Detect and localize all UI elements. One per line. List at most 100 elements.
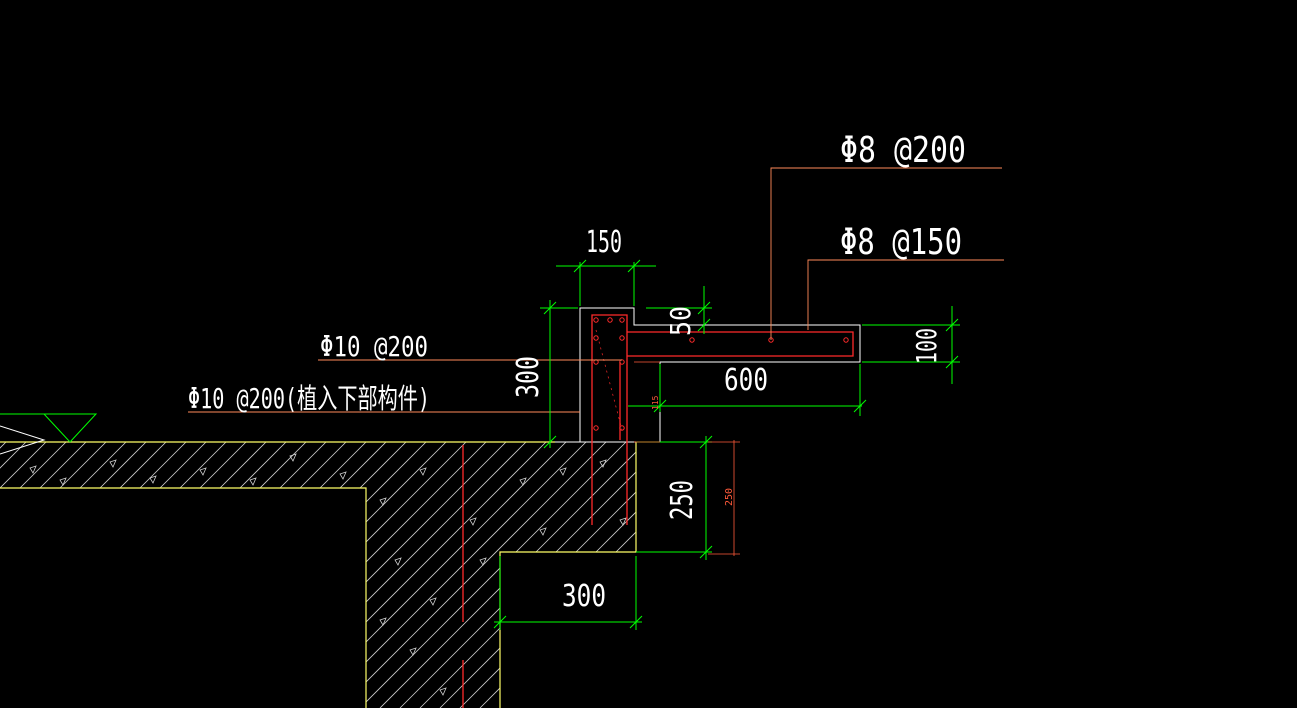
hatch-line [199, 442, 501, 708]
dim-115: 115 [651, 395, 660, 410]
hatch-line [399, 442, 636, 708]
label-upstand-rebar: Φ10 @200 [320, 330, 428, 363]
hatch-line [319, 442, 621, 708]
aggregate-mark [394, 557, 402, 566]
hatch-line [700, 408, 1000, 708]
hatch-line [760, 408, 1060, 708]
section-outline [555, 307, 861, 443]
hatch-line [579, 442, 636, 708]
dim-100: 100 [910, 328, 943, 364]
hatch-line [239, 442, 541, 708]
hatch-line [960, 408, 1260, 708]
aggregate-mark [199, 467, 207, 476]
reinforcement [462, 314, 854, 708]
aggregate-mark [559, 467, 567, 476]
hatch-line [0, 442, 61, 708]
hatch-line [0, 442, 221, 708]
hatch-line [619, 442, 636, 708]
aggregate-mark [539, 527, 547, 536]
hatch-line [740, 408, 1040, 708]
hatch-line [339, 442, 636, 708]
hatch-line [0, 442, 241, 708]
hatch-line [599, 442, 636, 708]
dim-250: 250 [665, 480, 700, 520]
aggregate-mark [249, 477, 257, 486]
hatch-line [860, 408, 1160, 708]
hatch-line [1260, 408, 1297, 708]
hatch-line [1220, 408, 1297, 708]
section-arrow [0, 425, 46, 455]
hatch-line [139, 442, 441, 708]
hatch-line [1160, 408, 1297, 708]
elevation-marker [0, 413, 98, 443]
hatch-line [99, 442, 401, 708]
aggregate-mark [29, 465, 37, 474]
label-bottom-slab-rebar: Φ8 @150 [840, 222, 962, 263]
aggregate-mark [149, 475, 157, 484]
hatch-line [820, 408, 1120, 708]
aggregate-mark [379, 497, 387, 506]
hatch-line [680, 408, 980, 708]
hatch-line [720, 408, 1020, 708]
aggregate-mark [429, 597, 437, 606]
hatch-line [119, 442, 421, 708]
hatch-line [880, 408, 1180, 708]
hatch-line [219, 442, 521, 708]
aggregate-mark [379, 617, 387, 626]
aggregate-mark [409, 647, 417, 656]
aggregate-mark [619, 517, 627, 526]
hatch-line [0, 442, 201, 708]
small-red-dimensions [634, 361, 740, 556]
hatch-line [79, 442, 381, 708]
hatch-line [800, 408, 1100, 708]
hatch-line [1280, 408, 1297, 708]
aggregate-mark [419, 467, 427, 476]
hatch-line [0, 442, 161, 708]
hatch-line [0, 442, 101, 708]
hatch-line [1200, 408, 1297, 708]
hatch-line [299, 442, 601, 708]
hatch-line [39, 442, 341, 708]
hatch-line [359, 442, 636, 708]
dim-300-vertical: 300 [511, 356, 546, 398]
hatch-line [0, 442, 301, 708]
aggregate-mark [339, 471, 347, 480]
hatch-line [660, 408, 960, 708]
hatch-line [780, 408, 1080, 708]
hatch-line [19, 442, 321, 708]
dim-250-small: 250 [724, 488, 735, 506]
dim-50: 50 [664, 306, 697, 336]
hatch-line [1000, 408, 1297, 708]
hatch-line [840, 408, 1140, 708]
hatch-line [940, 408, 1240, 708]
aggregate-mark [439, 687, 447, 696]
hatch-line [379, 442, 636, 708]
concrete-outline [0, 441, 637, 708]
aggregate-mark [599, 459, 607, 468]
hatch-line [1180, 408, 1297, 708]
hatch-line [0, 442, 281, 708]
dim-600: 600 [724, 363, 768, 398]
aggregate-mark [109, 459, 117, 468]
hatch-line [1020, 408, 1297, 708]
label-anchor-rebar: Φ10 @200(植入下部构件) [188, 382, 430, 415]
hatch-line [159, 442, 461, 708]
aggregate-mark [289, 453, 297, 462]
hatch-line [479, 442, 636, 708]
hatch-line [519, 442, 636, 708]
aggregate-mark [479, 557, 487, 566]
hatch-line [459, 442, 636, 708]
hatch-line [499, 442, 636, 708]
hatch-line [0, 442, 81, 708]
dim-300-horizontal: 300 [562, 579, 606, 614]
hatch-line [640, 408, 940, 708]
hatch-line [419, 442, 636, 708]
hatch-line [920, 408, 1220, 708]
aggregate-mark [519, 477, 527, 486]
concrete-hatch [0, 408, 1297, 708]
hatch-line [0, 442, 141, 708]
label-top-slab-rebar: Φ8 @200 [840, 130, 966, 171]
aggregate-mark [469, 517, 477, 526]
hatch-line [0, 442, 41, 708]
